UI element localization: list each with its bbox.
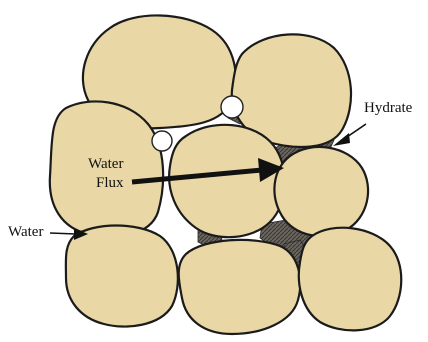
sand-grain <box>66 226 178 327</box>
water-flux-label-line1: Water <box>88 156 123 172</box>
sand-grain <box>274 147 368 236</box>
sand-grain <box>179 240 301 334</box>
hydrate-label: Hydrate <box>364 100 413 116</box>
water-flux-label-line2: Flux <box>96 175 124 191</box>
sand-grain <box>169 125 285 237</box>
sand-grain <box>299 228 401 331</box>
water-pore <box>221 96 243 118</box>
water-pore <box>152 131 172 151</box>
water-label: Water <box>8 224 43 240</box>
water-arrow-line <box>50 233 76 234</box>
